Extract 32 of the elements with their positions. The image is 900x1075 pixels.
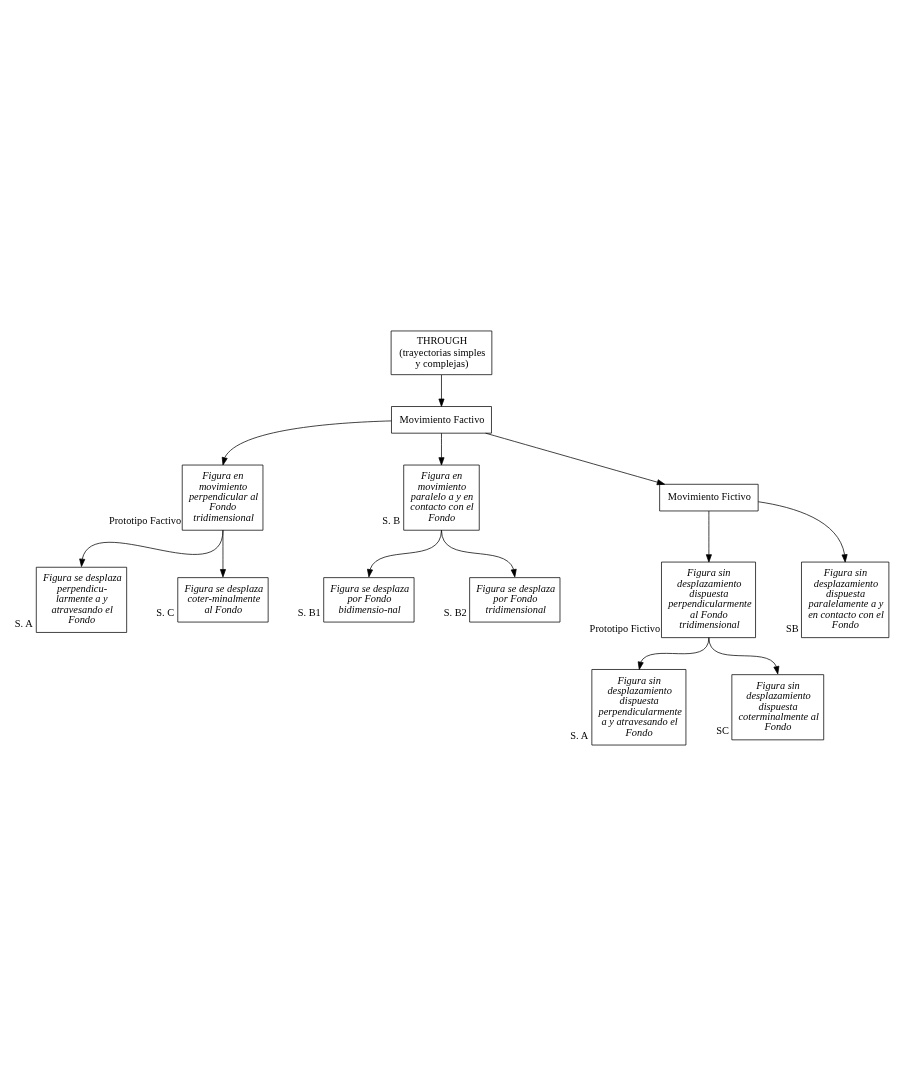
node-box: Figura se desplaza por Fondo tridimensional [469,576,561,622]
node-box: Movimiento Fictivo [659,483,759,511]
arrow [220,529,226,577]
node-label: S. B2 [443,606,467,618]
node-label: SB [785,622,799,634]
node-label: S. B [382,514,401,526]
node-box: Figura sin desplazamiento dispuesta perpendicularmente a y atravesando el Fondo [591,668,687,745]
node-box: Movimiento Factivo [391,405,492,434]
arrow [441,529,517,577]
node-label: S. C [156,606,175,618]
node-label: S. A [14,617,33,629]
node-box: Figura sin desplazamiento dispuesta coterminalmente al Fondo [731,673,825,740]
arrow [438,374,445,407]
node-box: Figura en movimiento paralelo a y en contacto con el Fondo [403,464,480,531]
node-label: S. A [570,729,589,741]
node-box: Figura se desplaza coter-minalmente al Fondo [177,576,269,622]
arrow [705,510,712,562]
arrow [438,432,445,465]
node-box: Figura sin desplazamiento dispuesta perpendicularmente al Fondo tridimensional [661,561,756,638]
node-label: Prototipo Factivo [108,514,182,526]
node-box: THROUGH (trayectorias simples y complejas) [390,330,493,375]
arrow [221,420,392,465]
node-box: Figura sin desplazamiento dispuesta paralelamente a y en contacto con el Fondo [801,561,890,638]
node-box: Figura se desplaza perpendicu-larmente a y atravesando el Fondo [35,566,128,633]
node-label: S. B1 [297,606,321,618]
arrow [757,500,848,562]
node-box: Figura se desplaza por Fondo bidimensio-nal [323,576,415,622]
node-box: Figura en movimiento perpendicular al Fondo tridimensional [181,464,264,531]
arrow [708,636,780,674]
arrow [485,432,666,485]
node-label: SC [716,724,729,736]
node-label: Prototipo Fictivo [589,622,661,634]
